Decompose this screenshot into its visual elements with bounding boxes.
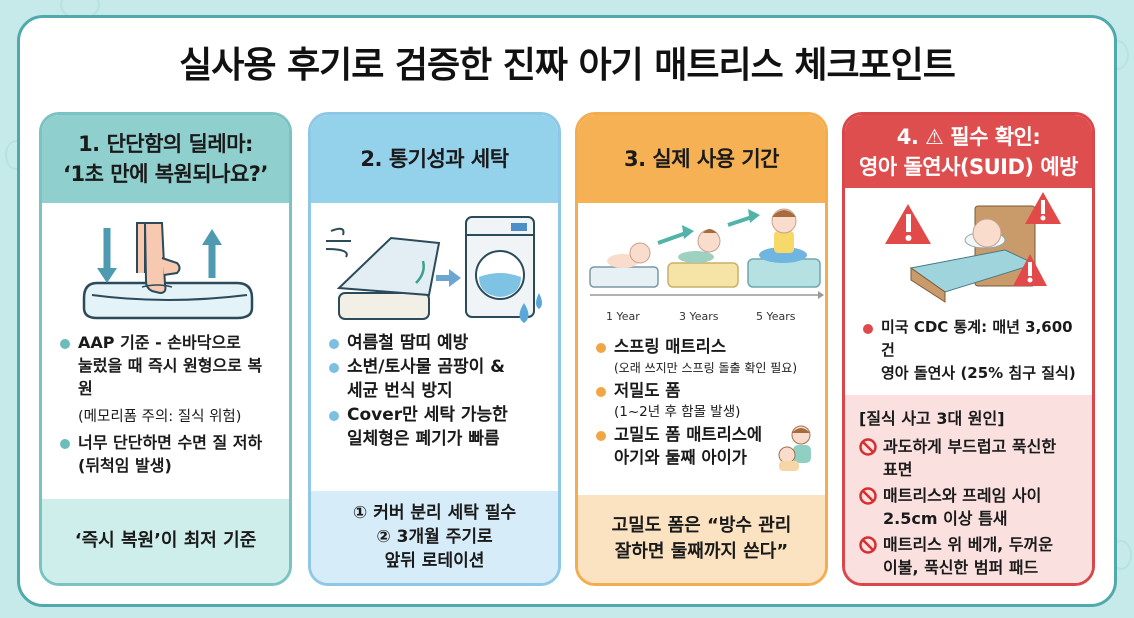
- card-header: 3. 실제 사용 기간: [578, 115, 825, 203]
- bullet-text: 영아 돌연사 (25% 침구 질식): [881, 364, 1076, 382]
- bullet-item: 여름철 땀띠 예방: [329, 331, 544, 355]
- card-body: 여름철 땀띠 예방 소변/토사물 곰팡이 & 세균 번식 방지 Cover만 세…: [311, 325, 558, 491]
- prohibited-icon: [859, 487, 877, 505]
- timeline-label: 3 Years: [679, 310, 719, 323]
- card-title-line: 4. ⚠ 필수 확인:: [896, 124, 1041, 149]
- card-body: 미국 CDC 통계: 매년 3,600건 영아 돌연사 (25% 침구 질식): [845, 310, 1092, 395]
- bullet-text: 저밀도 폼: [614, 381, 681, 400]
- bullet-text: 소변/토사물 곰팡이 &: [347, 357, 505, 377]
- cause-text: 매트리스 위 베개, 두꺼운: [883, 535, 1053, 554]
- card-title-line: 영아 돌연사(SUID) 예방: [859, 154, 1078, 179]
- card-footer: ‘즉시 복원’이 최저 기준: [42, 499, 289, 583]
- bullet-item: 소변/토사물 곰팡이 & 세균 번식 방지: [329, 355, 544, 403]
- bullet-text: 스프링 매트리스: [614, 337, 727, 356]
- footer-text: ① 커버 분리 세탁 필수: [352, 503, 517, 523]
- cause-text: 표면: [883, 460, 913, 479]
- bullet-subtext: (오래 쓰지만 스프링 돌출 확인 필요): [614, 361, 797, 375]
- card-breathability-washing: 2. 통기성과 세탁 여름철 땀띠 예방 소변/토사물 곰팡이 & 세균 번식 …: [308, 112, 561, 586]
- cause-text: 2.5cm 이상 틈새: [883, 509, 1008, 528]
- footer-text: 앞뒤 로테이션: [384, 551, 485, 571]
- bullet-item: 고밀도 폼 매트리스에 아기와 둘째 아이가: [596, 423, 811, 471]
- card-body: AAP 기준 - 손바닥으로 눌렀을 때 즉시 원형으로 복원 (메모리폼 주의…: [42, 325, 289, 499]
- bullet-item: 미국 CDC 통계: 매년 3,600건 영아 돌연사 (25% 침구 질식): [863, 316, 1078, 385]
- bullet-text: 고밀도 폼 매트리스에: [614, 425, 763, 444]
- card-suid-prevention: 4. ⚠ 필수 확인: 영아 돌연사(SUID) 예방 미국 CDC 통계: 매…: [842, 112, 1095, 586]
- footer-text: ‘즉시 복원’이 최저 기준: [74, 530, 257, 551]
- card-header: 1. 단단함의 딜레마: ‘1초 만에 복원되나요?’: [42, 115, 289, 203]
- bullet-item: Cover만 세탁 가능한 일체형은 폐기가 빠름: [329, 403, 544, 451]
- card-title-line: 2. 통기성과 세탁: [360, 147, 509, 171]
- page-title: 실사용 후기로 검증한 진짜 아기 매트리스 체크포인트: [179, 45, 956, 86]
- prohibited-icon: [859, 536, 877, 554]
- bullet-item: 너무 단단하면 수면 질 저하 (뒤척임 발생): [60, 431, 275, 477]
- bullet-text: 일체형은 폐기가 빠름: [347, 429, 500, 449]
- bullet-text: 너무 단단하면 수면 질 저하: [78, 433, 263, 452]
- bullet-text: (뒤척임 발생): [78, 456, 172, 475]
- bullet-text: 눌렀을 때 즉시 원형으로 복원: [78, 356, 263, 398]
- bullet-text: 세균 번식 방지: [347, 381, 453, 401]
- suffocation-causes-title: [질식 사고 3대 원인]: [859, 409, 1005, 428]
- bullet-text: 여름철 땀띠 예방: [347, 333, 469, 353]
- card-footer: 고밀도 폼은 “방수 관리 잘하면 둘째까지 쓴다”: [578, 495, 825, 583]
- cause-text: 이불, 푹신한 범퍼 패드: [883, 558, 1039, 577]
- prohibited-icon: [859, 438, 877, 456]
- bullet-item: 스프링 매트리스: [596, 335, 811, 358]
- cause-text: 매트리스와 프레임 사이: [883, 486, 1042, 505]
- bullet-item: AAP 기준 - 손바닥으로 눌렀을 때 즉시 원형으로 복원: [60, 331, 275, 400]
- cause-text: 과도하게 부드럽고 푹신한: [883, 437, 1057, 456]
- hand-pressing-mattress-icon: [42, 203, 289, 325]
- card-header: 2. 통기성과 세탁: [311, 115, 558, 203]
- card-header: 4. ⚠ 필수 확인: 영아 돌연사(SUID) 예방: [845, 115, 1092, 188]
- card-body: 스프링 매트리스 (오래 쓰지만 스프링 돌출 확인 필요) 저밀도 폼 (1~…: [578, 325, 825, 495]
- card-firmness: 1. 단단함의 딜레마: ‘1초 만에 복원되나요?’ AAP 기준 - 손바닥…: [39, 112, 292, 586]
- bullet-text: 아기와 둘째 아이가: [614, 448, 747, 467]
- timeline-label: 5 Years: [756, 310, 796, 323]
- bullet-item: 저밀도 폼: [596, 379, 811, 402]
- card-footer: ① 커버 분리 세탁 필수 ② 3개월 주기로 앞뒤 로테이션: [311, 491, 558, 583]
- card-title-line: ‘1초 만에 복원되나요?’: [63, 162, 268, 186]
- card-title-line: 1. 단단함의 딜레마:: [78, 132, 253, 156]
- card-title-line: 3. 실제 사용 기간: [624, 147, 779, 171]
- sleeping-baby-bed-warning-icon: [845, 188, 1092, 310]
- bullet-text: Cover만 세탁 가능한: [347, 405, 508, 425]
- memory-foam-warning-note: (메모리폼 주의: 질식 위험): [78, 409, 242, 425]
- card-usage-period: 3. 실제 사용 기간 1 Year 3 Years 5 Years: [575, 112, 828, 586]
- timeline-label: 1 Year: [606, 310, 640, 323]
- footer-text: 잘하면 둘째까지 쓴다”: [614, 541, 789, 562]
- bullet-text: AAP 기준 - 손바닥으로: [78, 333, 241, 352]
- footer-text: 고밀도 폼은 “방수 관리: [611, 515, 792, 536]
- bullet-subtext: (1~2년 후 함몰 발생): [614, 404, 741, 420]
- bullet-text: 미국 CDC 통계: 매년 3,600건: [881, 318, 1073, 359]
- cause-item: 매트리스와 프레임 사이 2.5cm 이상 틈새: [859, 484, 1041, 530]
- mattress-cover-and-washing-machine-icon: [311, 203, 558, 325]
- parent-and-baby-icon: [778, 425, 811, 471]
- footer-text: ② 3개월 주기로: [376, 527, 493, 547]
- baby-growth-timeline-icon: 1 Year 3 Years 5 Years: [578, 203, 825, 325]
